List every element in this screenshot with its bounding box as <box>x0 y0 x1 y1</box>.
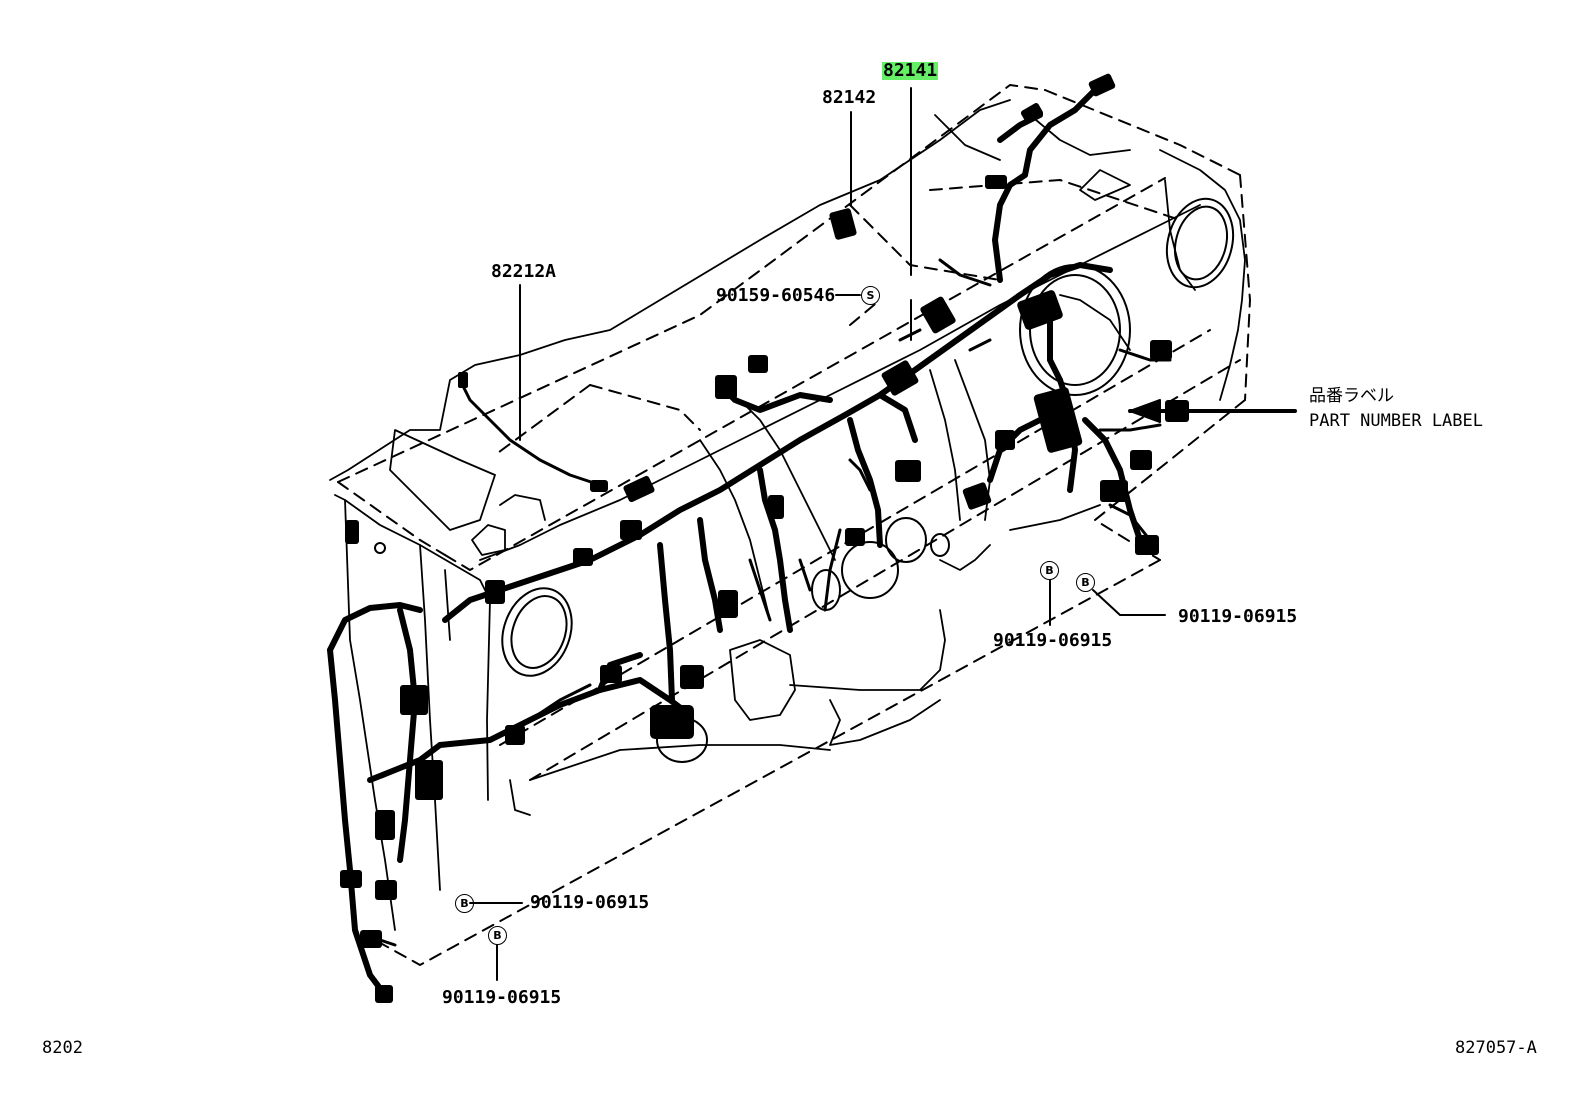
part-number-label-en: PART NUMBER LABEL <box>1309 411 1483 431</box>
footer-left-code: 8202 <box>42 1038 83 1058</box>
callout-82212a[interactable]: 82212A <box>491 261 557 282</box>
part-label-arrow <box>1128 399 1297 423</box>
symbol-b-letter: B <box>1045 564 1054 577</box>
panel-contours <box>329 99 1246 931</box>
wire-harness <box>327 87 1143 998</box>
symbol-s-letter: S <box>866 289 875 302</box>
symbol-b-letter: B <box>1081 576 1090 589</box>
symbol-b-letter: B <box>460 897 469 910</box>
callout-82141[interactable]: 82141 <box>882 60 939 81</box>
leader-lines <box>469 87 1166 981</box>
part-number-label-jp: 品番ラベル <box>1309 386 1394 406</box>
symbol-s-screw: S <box>861 286 880 305</box>
callout-90119-06915-left-bottom[interactable]: 90119-06915 <box>442 987 562 1008</box>
symbol-b-bolt-left-1: B <box>455 894 474 913</box>
symbol-b-bolt-right-1: B <box>1040 561 1059 580</box>
callout-90119-06915-right-bottom[interactable]: 90119-06915 <box>993 630 1113 651</box>
callout-90159-60546[interactable]: 90159-60546 <box>716 285 836 306</box>
footer-right-code: 827057-A <box>1455 1038 1537 1058</box>
symbol-b-letter: B <box>493 929 502 942</box>
panel-outline <box>337 84 1251 966</box>
callout-90119-06915-left-top[interactable]: 90119-06915 <box>530 892 650 913</box>
callout-82142[interactable]: 82142 <box>822 87 877 108</box>
callout-90119-06915-right-top[interactable]: 90119-06915 <box>1178 606 1298 627</box>
connectors <box>340 73 1189 1003</box>
symbol-b-bolt-left-2: B <box>488 926 507 945</box>
wire-harness-fine <box>378 258 1172 947</box>
symbol-b-bolt-right-2: B <box>1076 573 1095 592</box>
